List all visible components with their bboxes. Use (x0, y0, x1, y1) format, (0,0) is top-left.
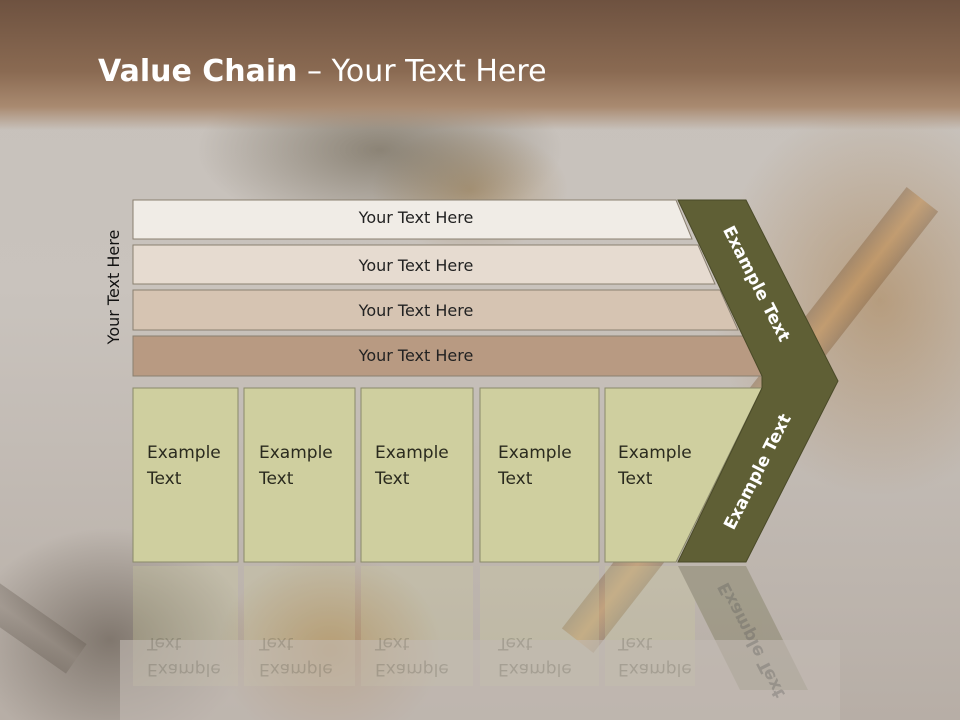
support-bar-3[interactable] (132, 289, 739, 331)
reflection-box-3-text: Example Text (375, 630, 475, 682)
primary-box-5-text: Example Text (618, 440, 718, 492)
reflection-box-5-line1: Example (618, 659, 692, 679)
slide-title[interactable]: Value Chain – Your Text Here (98, 54, 547, 89)
reflection-box-2-line2: Text (259, 633, 294, 653)
primary-box-5[interactable] (604, 387, 763, 563)
support-bar-2[interactable] (132, 244, 716, 285)
support-bar-2-label: Your Text Here (358, 256, 474, 275)
reflection-box-4-line2: Text (498, 633, 533, 653)
primary-box-3-line1: Example (375, 443, 449, 463)
primary-box-1[interactable] (132, 387, 239, 563)
primary-box-2-line2: Text (259, 469, 294, 489)
primary-box-1-text: Example Text (147, 440, 247, 492)
reflection-box-3-line2: Text (375, 633, 410, 653)
margin-chevron[interactable] (677, 199, 839, 563)
reflection-box-5-line2: Text (618, 633, 653, 653)
support-bar-1-label: Your Text Here (358, 208, 474, 227)
title-bold: Value Chain (98, 54, 298, 89)
support-bar-4-label: Your Text Here (358, 346, 474, 365)
reflection-box-2-text: Example Text (259, 630, 359, 682)
header-band (0, 0, 960, 130)
reflection-box-1-line2: Text (147, 633, 182, 653)
reflection-box-4-text: Example Text (498, 630, 598, 682)
primary-box-2[interactable] (243, 387, 356, 563)
primary-box-2-line1: Example (259, 443, 333, 463)
primary-box-4-line1: Example (498, 443, 572, 463)
reflection-box-1-line1: Example (147, 659, 221, 679)
primary-box-4[interactable] (479, 387, 600, 563)
reflection-box-2-line1: Example (259, 659, 333, 679)
primary-box-5-line2: Text (618, 469, 653, 489)
primary-box-3-text: Example Text (375, 440, 475, 492)
reflection-box-3-line1: Example (375, 659, 449, 679)
primary-box-2-text: Example Text (259, 440, 359, 492)
reflection-box-5-text: Example Text (618, 630, 718, 682)
primary-box-1-line2: Text (147, 469, 182, 489)
reflection-box-4-line1: Example (498, 659, 572, 679)
title-rest: – Your Text Here (297, 54, 547, 89)
support-bar-3-label: Your Text Here (358, 301, 474, 320)
primary-box-5-line1: Example (618, 443, 692, 463)
primary-box-1-line1: Example (147, 443, 221, 463)
support-bar-1[interactable] (132, 199, 693, 240)
reflection-fade (120, 640, 840, 720)
primary-box-4-text: Example Text (498, 440, 598, 492)
primary-box-3-line2: Text (375, 469, 410, 489)
reflection-box-1-text: Example Text (147, 630, 247, 682)
primary-box-3[interactable] (360, 387, 474, 563)
primary-box-4-line2: Text (498, 469, 533, 489)
